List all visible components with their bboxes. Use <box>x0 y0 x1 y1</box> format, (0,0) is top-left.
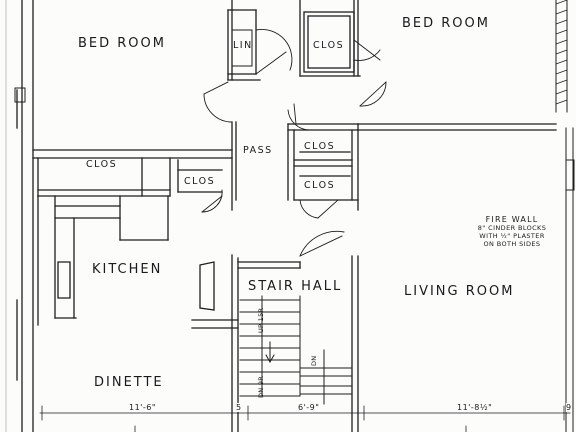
door-swings <box>201 29 387 257</box>
stairs <box>239 295 353 405</box>
closet-label-top: CLOS <box>313 40 345 51</box>
dimension-label-5: 9 <box>566 403 572 412</box>
kitchen-closet-walls <box>32 149 233 197</box>
room-label-bedroom-right: BED ROOM <box>402 16 490 31</box>
kitchen-counters <box>37 195 239 329</box>
stair-label-dn: DN 9R <box>257 375 265 398</box>
living-partition <box>351 123 557 432</box>
closet-label-kitchen: CLOS <box>86 159 118 170</box>
fire-wall-title: FIRE WALL <box>485 215 539 224</box>
fire-wall-hatch <box>555 0 575 432</box>
dimension-label-4: 11'-8½" <box>455 403 495 412</box>
fire-wall-note: FIRE WALL 8" CINDER BLOCKS WITH ½" PLAST… <box>470 215 554 248</box>
closet-label-pass-lower: CLOS <box>304 180 336 191</box>
room-label-dinette: DINETTE <box>94 375 164 390</box>
dimension-label-1: 11'-6" <box>127 403 159 412</box>
closet-label-small: CLOS <box>184 176 216 187</box>
dimension-label-3: 6'-9" <box>296 403 322 412</box>
top-closets <box>231 0 361 77</box>
room-label-pass: PASS <box>243 145 273 156</box>
closet-label-pass-upper: CLOS <box>304 141 336 152</box>
dimension-line <box>39 405 571 432</box>
closet-label-lin: LIN <box>233 40 253 51</box>
fire-wall-line3: WITH ½" PLASTER <box>479 232 545 240</box>
fire-wall-line4: ON BOTH SIDES <box>483 240 541 248</box>
pass-closets <box>287 123 359 211</box>
room-label-bedroom-left: BED ROOM <box>78 36 166 51</box>
room-label-stair-hall: STAIR HALL <box>248 279 343 294</box>
stair-label-dn-short: DN <box>310 355 318 366</box>
room-label-kitchen: KITCHEN <box>92 262 163 277</box>
exterior-left-wall <box>5 0 34 432</box>
central-walls <box>227 0 301 432</box>
stair-label-up: UP 15R <box>257 307 265 333</box>
room-label-living-room: LIVING ROOM <box>404 284 515 299</box>
dimension-label-2: 5 <box>236 403 242 412</box>
fire-wall-line2: 8" CINDER BLOCKS <box>477 224 547 232</box>
